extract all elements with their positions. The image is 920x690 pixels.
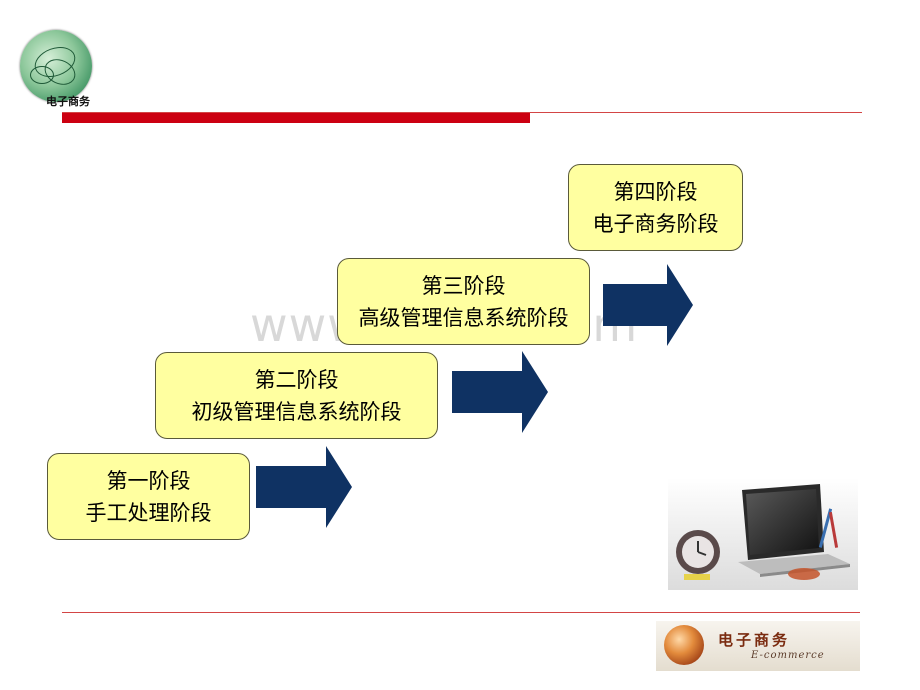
arrow-icon — [452, 351, 548, 433]
stage-box-1: 第一阶段 手工处理阶段 — [47, 453, 250, 540]
footer-logo-subtitle: E-commerce — [751, 650, 825, 661]
stage-4-subtitle: 电子商务阶段 — [592, 211, 719, 236]
stage-2-title: 第二阶段 — [254, 367, 339, 392]
stage-1-subtitle: 手工处理阶段 — [85, 500, 212, 525]
stage-2-subtitle: 初级管理信息系统阶段 — [191, 399, 402, 424]
laptop-clock-illustration — [668, 478, 858, 590]
arrow-icon — [603, 264, 693, 346]
header-logo-icon — [20, 30, 92, 102]
stage-4-title: 第四阶段 — [613, 179, 698, 204]
footer-divider-line — [62, 612, 860, 613]
stage-3-title: 第三阶段 — [421, 273, 506, 298]
header-accent-bar — [62, 113, 530, 123]
footer-logo-title: 电子商务 — [718, 631, 791, 649]
stage-1-title: 第一阶段 — [106, 468, 191, 493]
header-divider-line — [62, 112, 862, 113]
stage-box-4: 第四阶段 电子商务阶段 — [568, 164, 743, 251]
globe-icon — [664, 625, 704, 665]
stage-box-2: 第二阶段 初级管理信息系统阶段 — [155, 352, 438, 439]
header-logo-label: 电子商务 — [46, 95, 90, 108]
stage-box-3: 第三阶段 高级管理信息系统阶段 — [337, 258, 590, 345]
arrow-icon — [256, 446, 352, 528]
stage-3-subtitle: 高级管理信息系统阶段 — [358, 305, 569, 330]
footer-logo: 电子商务 E-commerce — [656, 621, 860, 671]
